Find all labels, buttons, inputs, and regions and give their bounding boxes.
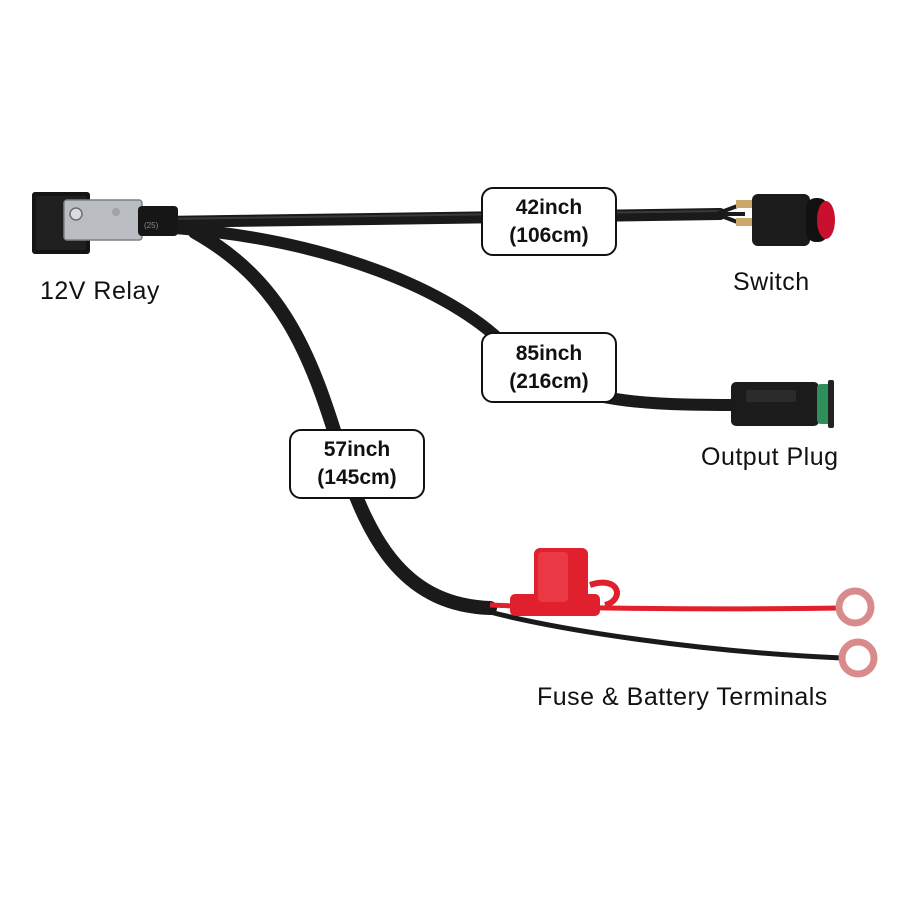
- battery-length-cm: (145cm): [317, 466, 397, 489]
- output-plug-label: Output Plug: [701, 443, 839, 471]
- fuse-terminal-unit: [489, 548, 878, 678]
- switch-button: [817, 201, 835, 239]
- harness-cables: [154, 208, 741, 615]
- switch-length-inch: 42inch: [515, 195, 583, 219]
- switch-length-cm: (106cm): [509, 223, 589, 247]
- battery-length-box: 57inch (145cm): [289, 429, 425, 499]
- relay-marking: (25): [144, 221, 159, 230]
- relay-unit: (25): [32, 192, 178, 254]
- switch-unit: [715, 194, 835, 246]
- output-length-box: 85inch (216cm): [481, 332, 617, 403]
- negative-terminal: [838, 638, 878, 678]
- switch-label: Switch: [733, 268, 810, 296]
- negative-wire: [489, 609, 843, 661]
- relay-bracket-bolt: [69, 207, 83, 221]
- switch-body: [752, 194, 810, 246]
- output-plug-body: [731, 382, 819, 426]
- battery-length-inch: 57inch: [323, 438, 391, 461]
- fuse-terminals-label: Fuse & Battery Terminals: [537, 683, 828, 711]
- output-length-inch: 85inch: [515, 341, 583, 365]
- output-plug-unit: [731, 380, 834, 428]
- output-length-cm: (216cm): [509, 369, 589, 393]
- output-cable: [169, 222, 741, 411]
- relay-label: 12V Relay: [40, 277, 160, 305]
- battery-cable: [188, 225, 497, 615]
- output-plug-seal: [817, 384, 831, 424]
- switch-length-box: 42inch (106cm): [481, 187, 617, 256]
- switch-cable: [154, 208, 726, 228]
- positive-terminal: [835, 587, 875, 627]
